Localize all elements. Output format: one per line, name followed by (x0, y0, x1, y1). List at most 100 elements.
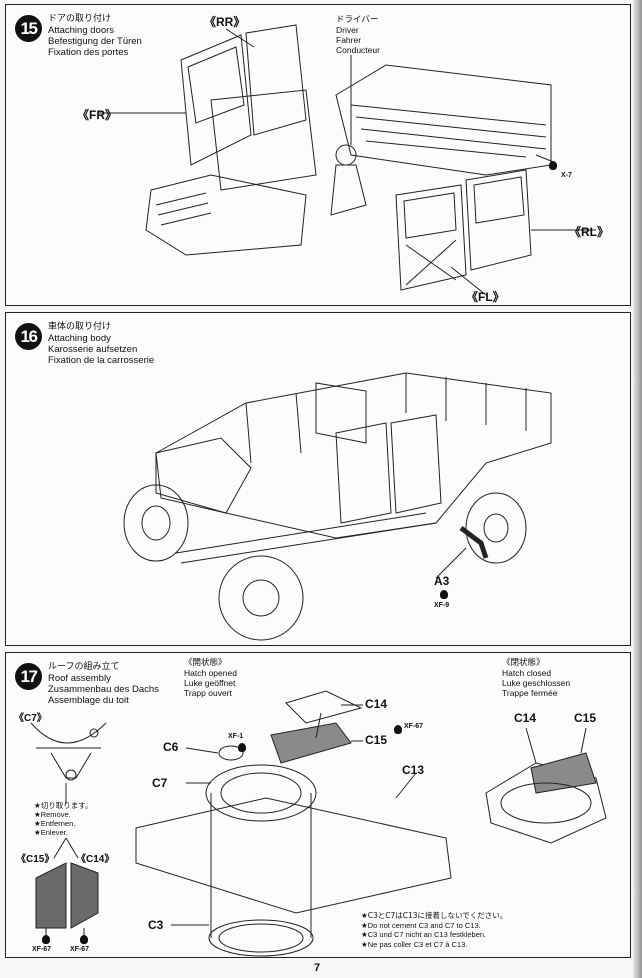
step-title-jp: ドアの取り付け (48, 14, 112, 24)
vehicle-bed (335, 64, 552, 176)
remove-note-en: ★Remove. (34, 810, 71, 819)
step-title: ドアの取り付け Attaching doors Befestigung der … (48, 14, 142, 58)
part-label-a3: A3 (434, 574, 450, 588)
roof-assembly-illustration (30, 690, 607, 957)
part-label-c13: C13 (402, 763, 425, 777)
hatch-closed-fr: Trappe fermée (502, 688, 558, 698)
remove-note-de: ★Entfernen. (34, 819, 76, 828)
step-title: ルーフの組み立て Roof assembly Zusammenbau des D… (48, 662, 159, 706)
hatch-open-jp: 《開状態》 (184, 658, 227, 668)
hatch-open-de: Luke geöffnet (184, 678, 236, 688)
part-label-c7: C7 (152, 776, 168, 790)
hatch-open-fr: Trapp ouvert (184, 688, 232, 698)
step-number-badge: 16 (15, 323, 42, 350)
driver-label-de: Fahrer (336, 35, 362, 45)
door-label-fl: 《FL》 (466, 290, 505, 304)
paint-code-x7: X-7 (561, 172, 572, 179)
step-title-en: Attaching doors (48, 25, 115, 36)
windshield-frame (210, 89, 317, 191)
part-label-c6: C6 (163, 740, 179, 754)
ring-c3 (208, 919, 314, 957)
cement-note-fr: ★Ne pas coller C3 et C7 à C13. (361, 939, 468, 949)
part-a3 (459, 526, 489, 559)
door-rl (465, 169, 532, 271)
roof-c13 (135, 797, 452, 914)
page-edge-shadow (633, 0, 642, 978)
driver-body (330, 164, 367, 216)
door-label-rl: 《RL》 (569, 225, 609, 239)
wheel-front-right (218, 555, 304, 641)
part-label-c14: C14 (365, 697, 388, 711)
humvee-body-illustration (123, 372, 552, 641)
wheel-front-left (123, 484, 189, 562)
paint-code-c6: XF-1 (228, 733, 244, 740)
door-side (335, 422, 392, 524)
wheel-rear (465, 492, 527, 564)
remove-note: ★切り取ります。 ★Remove. ★Entfernen. ★Enlever. (34, 801, 92, 837)
hatch-c15 (270, 722, 352, 764)
driver-label-jp: ドライバー (336, 15, 379, 25)
cement-note: ★C3とC7はC13に接着しないでください。 ★Do not cement C3… (361, 911, 507, 949)
part-label-c3: C3 (148, 918, 164, 932)
door-rr-frame (180, 34, 252, 166)
hatch-closed-de: Luke geschlossen (502, 678, 571, 688)
step-16-panel: 16 車体の取り付け Attaching body Karosserie auf… (5, 312, 631, 646)
hatch-ring-c7 (205, 764, 317, 822)
detail-label-c15: 《C15》 (16, 854, 55, 865)
hatch-open-en: Hatch opened (184, 668, 237, 678)
paint-drop-icon (80, 935, 88, 944)
c14-detail-part (70, 862, 99, 929)
paint-drop-icon (394, 725, 402, 734)
humvee-doors-illustration (99, 24, 596, 296)
hatch-closed-en: Hatch closed (502, 668, 552, 678)
paint-code-left: XF-67 (32, 946, 52, 953)
step-title-fr: Fixation des portes (48, 47, 129, 58)
cement-note-de: ★C3 und C7 nicht an C13 festkleben. (361, 930, 487, 939)
step-title-jp: 車体の取り付け (48, 322, 112, 332)
remove-note-jp: ★切り取ります。 (34, 801, 93, 810)
hatch-open-caption: 《開状態》 Hatch opened Luke geöffnet Trapp o… (184, 658, 237, 698)
paint-drop-icon (238, 743, 246, 752)
c15-detail-part (35, 862, 67, 929)
step-title-de: Zusammenbau des Dachs (48, 684, 159, 695)
closed-part-label-c15: C15 (574, 711, 597, 725)
step-17-panel: 17 ルーフの組み立て Roof assembly Zusammenbau de… (5, 652, 631, 958)
vehicle-hood (145, 174, 307, 256)
door-fl (395, 184, 467, 291)
door-label-rr: 《RR》 (204, 15, 246, 29)
step-15-panel: 15 ドアの取り付け Attaching doors Befestigung d… (5, 4, 631, 306)
paint-drop-icon (549, 161, 557, 170)
paint-drop-icon (440, 590, 448, 599)
c7-detail (30, 722, 107, 779)
driver-label-fr: Conducteur (336, 45, 380, 55)
remove-note-fr: ★Enlever. (34, 828, 68, 837)
step-number-badge: 15 (15, 15, 42, 42)
driver-callout: ドライバー Driver Fahrer Conducteur (336, 15, 380, 55)
paint-code-xf9: XF-9 (434, 602, 450, 609)
hatch-closed-caption: 《閉状態》 Hatch closed Luke geschlossen Trap… (502, 658, 570, 698)
step-title-de: Karosserie aufsetzen (48, 344, 138, 355)
step-title-en: Attaching body (48, 333, 111, 344)
paint-drop-icon (42, 935, 50, 944)
step-title-en: Roof assembly (48, 673, 111, 684)
hatch-closed-jp: 《閉状態》 (502, 658, 545, 668)
detail-label-c14: 《C14》 (76, 854, 115, 865)
cement-note-en: ★Do not cement C3 and C7 to C13. (361, 920, 481, 930)
closed-part-label-c14: C14 (514, 711, 537, 725)
hatch-c14 (285, 690, 363, 724)
door-label-fr: 《FR》 (77, 108, 117, 122)
cement-note-jp: ★C3とC7はC13に接着しないでください。 (361, 911, 508, 920)
paint-code-right: XF-67 (70, 946, 90, 953)
part-label-c15: C15 (365, 733, 388, 747)
step-title-jp: ルーフの組み立て (48, 662, 120, 672)
hatch-cap-c6 (218, 745, 244, 761)
step-title-fr: Assemblage du toit (48, 695, 129, 706)
step-title-fr: Fixation de la carrosserie (48, 355, 155, 366)
paint-code-c15: XF-67 (404, 723, 424, 730)
vehicle-hood (155, 437, 252, 514)
vehicle-body (155, 372, 552, 539)
detail-label-c7: 《C7》 (14, 713, 47, 724)
driver-label-en: Driver (336, 25, 359, 35)
step-title: 車体の取り付け Attaching body Karosserie aufset… (48, 322, 154, 366)
page-number: 7 (314, 962, 321, 974)
